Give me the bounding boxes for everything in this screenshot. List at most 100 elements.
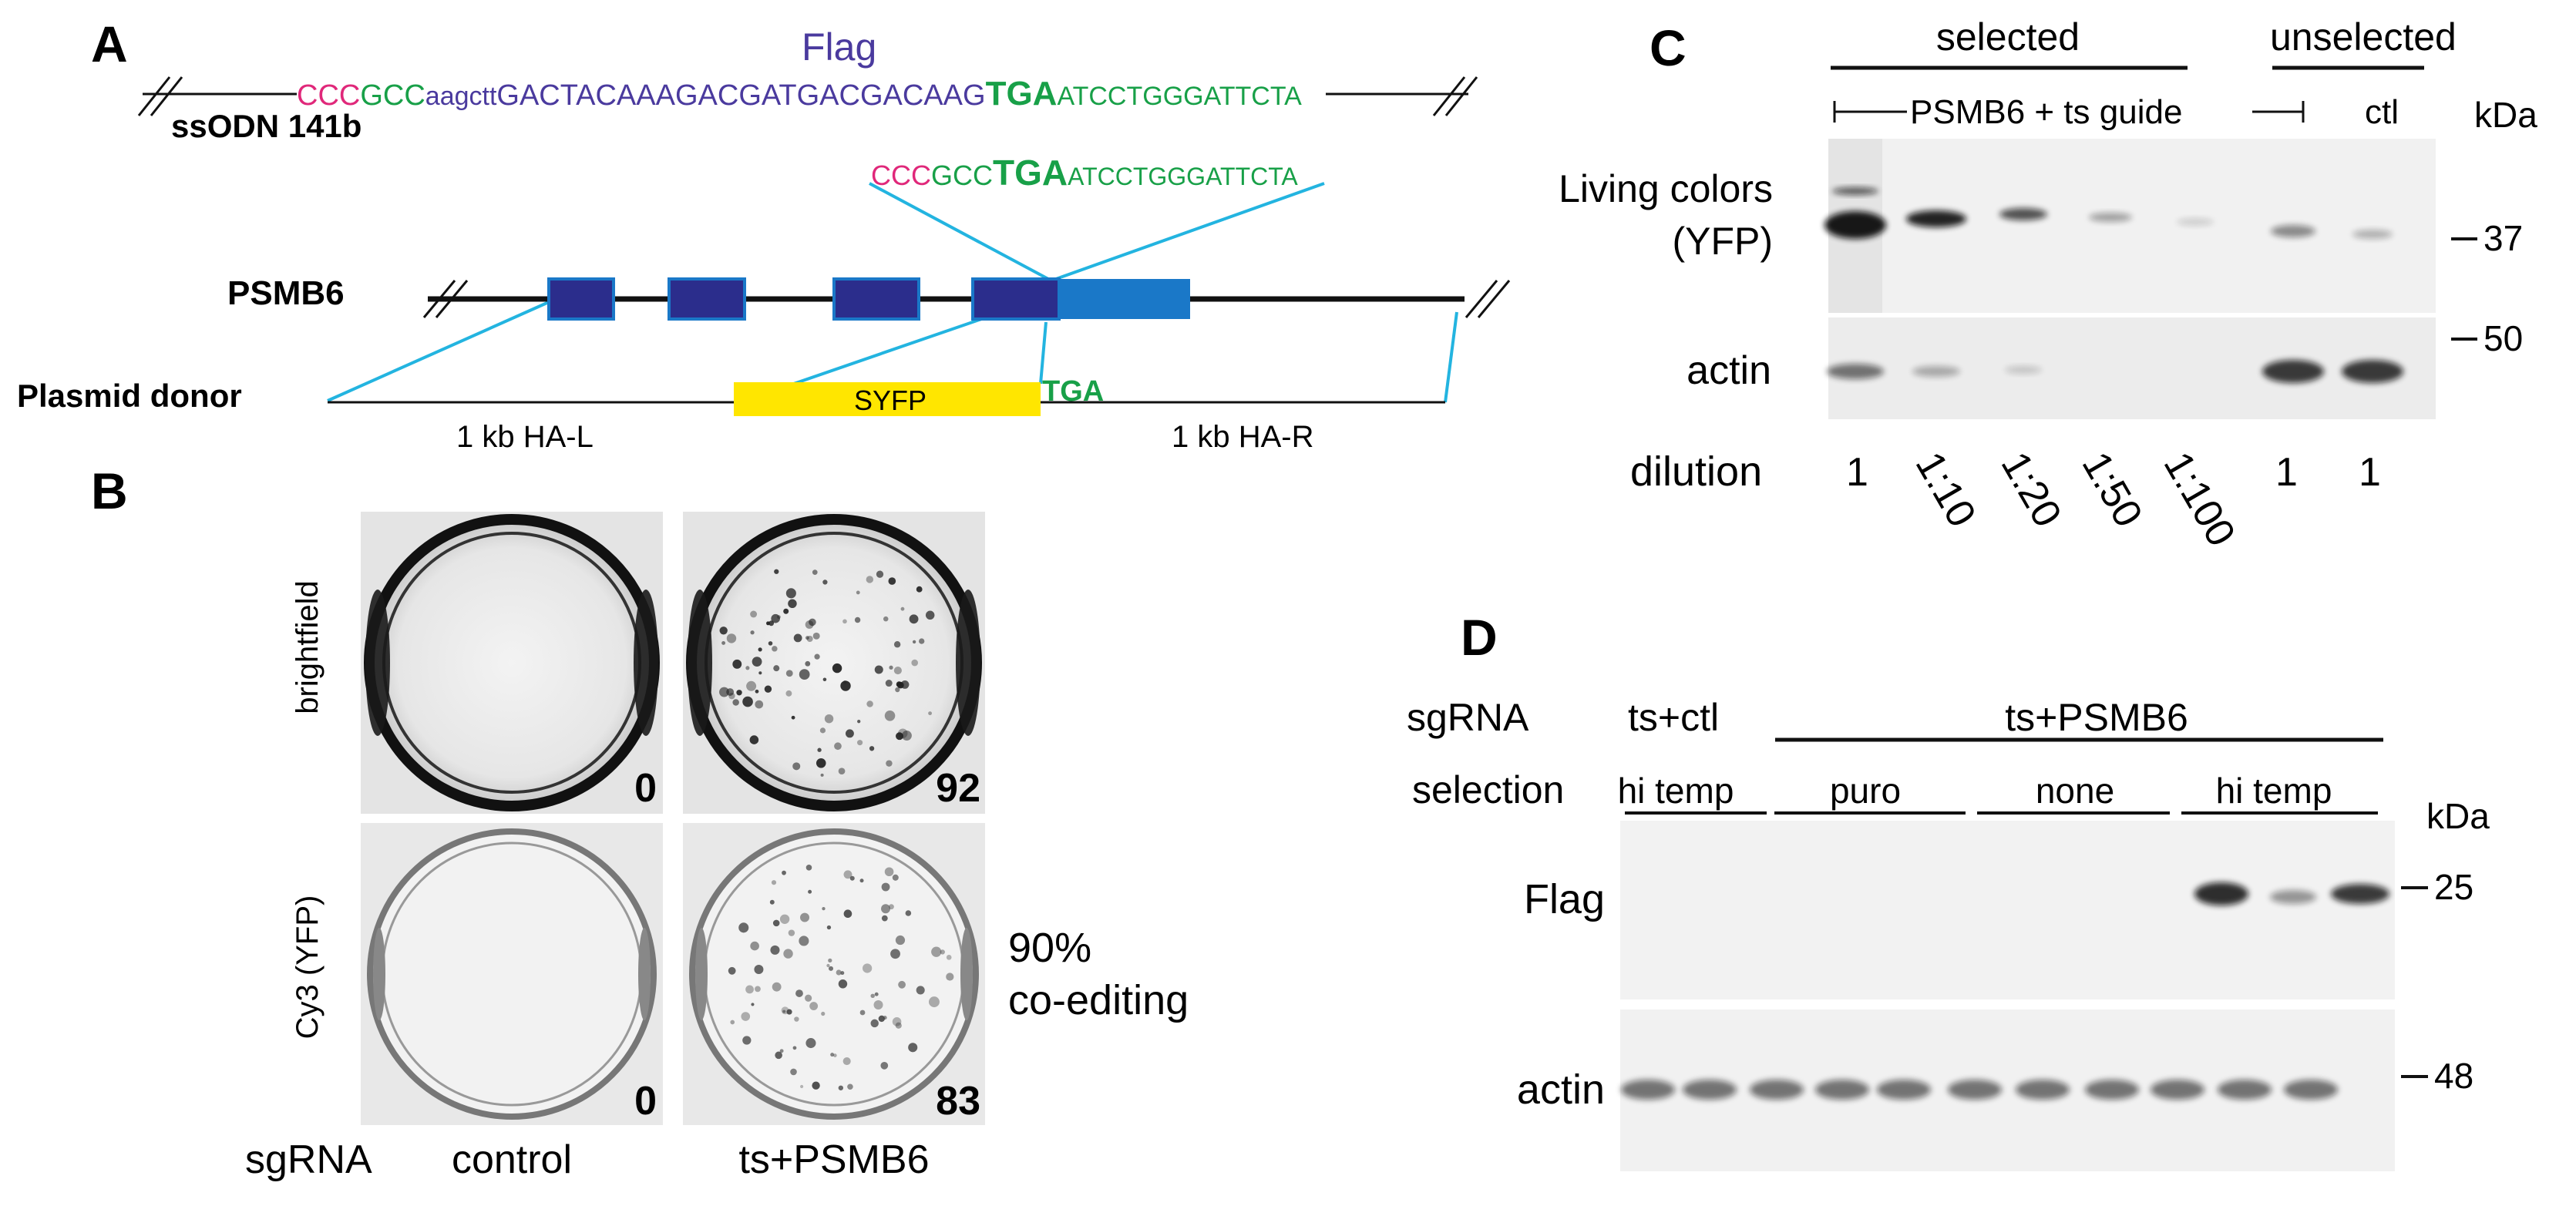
selected-label: selected: [1936, 15, 2080, 59]
selection-none: none: [2036, 771, 2114, 811]
colony: [779, 1049, 784, 1053]
colony: [769, 899, 775, 905]
colony: [928, 711, 932, 716]
colony: [755, 986, 761, 993]
colony: [866, 700, 873, 707]
colony: [800, 1084, 804, 1089]
colony: [736, 690, 742, 696]
colony: [782, 870, 786, 875]
dilution-3: 1:20: [1993, 445, 2070, 535]
dilution-2: 1:10: [1907, 445, 1985, 535]
colony: [738, 922, 749, 933]
colony: [745, 985, 754, 994]
count-cy3-control: 0: [634, 1079, 657, 1124]
blot-band: [2089, 213, 2132, 222]
colony: [752, 657, 762, 667]
dilution-4: 1:50: [2073, 445, 2151, 535]
colony: [794, 1016, 799, 1022]
ha-right-label: 1 kb HA-R: [1172, 420, 1314, 454]
colony: [834, 742, 842, 751]
flag-label: Flag: [802, 25, 876, 69]
colony: [886, 760, 893, 767]
colony: [881, 904, 891, 914]
exon-2: [668, 277, 746, 321]
colony: [857, 720, 861, 724]
colony: [857, 740, 863, 746]
colony: [842, 619, 847, 624]
blot-band: [1815, 1080, 1869, 1100]
colony: [838, 1085, 844, 1090]
blot-band: [1750, 1080, 1804, 1100]
selection-puro: puro: [1830, 771, 1901, 811]
seq-tga: TGA: [986, 75, 1058, 113]
ha-left-label: 1 kb HA-L: [456, 420, 594, 454]
colony: [890, 949, 900, 959]
colony: [805, 994, 812, 1002]
dilution-7: 1: [2359, 450, 2381, 495]
blot-band: [1683, 1080, 1737, 1100]
colony: [843, 909, 853, 919]
donor-track: [328, 382, 1445, 416]
colony: [776, 615, 781, 620]
colony: [805, 636, 809, 640]
colony: [828, 958, 832, 963]
colony: [758, 647, 762, 652]
seq-pam: CCC: [297, 79, 360, 112]
colony: [728, 692, 735, 700]
colony: [816, 758, 826, 768]
colony: [881, 915, 888, 922]
colony: [782, 1009, 786, 1013]
colony: [869, 746, 875, 751]
colony: [840, 680, 851, 691]
gene-label: PSMB6: [227, 274, 345, 312]
seq-flag: GACTACAAAGACGATGACGACAAG: [496, 79, 985, 112]
colony: [940, 949, 945, 955]
zoom-sequence: CCCGCCTGAATCCTGGGATTCTA: [871, 153, 1298, 193]
colony: [751, 1003, 755, 1006]
blot-actin-d: [1620, 1009, 2395, 1171]
panel-d: D sgRNA ts+ctl ts+PSMB6 selection hi tem…: [1407, 609, 2490, 1171]
exon-3: [832, 277, 920, 321]
colony: [742, 696, 753, 707]
colony: [838, 768, 846, 775]
colony: [817, 747, 822, 752]
donor-label: Plasmid donor: [17, 378, 242, 414]
colony: [830, 1053, 835, 1057]
colony: [870, 1019, 879, 1028]
colony: [912, 640, 916, 644]
colony: [730, 1020, 735, 1025]
colony: [728, 966, 736, 975]
colony: [859, 1009, 866, 1016]
colony: [854, 616, 861, 623]
c-bands-actin: [1827, 360, 2403, 383]
d-bands-actin: [1621, 1080, 2338, 1100]
zoom-gcc: GCC: [931, 160, 993, 191]
blot-band: [1948, 1080, 2002, 1100]
sgrna-label-d: sgRNA: [1407, 696, 1529, 739]
blot-band: [2342, 360, 2403, 383]
colony: [928, 996, 940, 1008]
row-label-actin-c: actin: [1687, 348, 1771, 393]
zoom-tga: TGA: [993, 153, 1068, 193]
row-label-yfp-1: Living colors: [1559, 167, 1773, 210]
exon-utr: [1059, 279, 1190, 319]
colony: [719, 687, 729, 697]
colony: [911, 659, 918, 667]
colony: [812, 569, 818, 575]
colony: [888, 577, 896, 585]
colony: [779, 914, 790, 924]
dilution-label: dilution: [1630, 448, 1762, 495]
panel-a: A Flag CCCGCCaagcttGACTACAAAGACGATGACGAC…: [17, 15, 1511, 454]
panel-b-letter: B: [91, 462, 128, 519]
colony: [895, 1022, 902, 1029]
colony: [859, 878, 864, 883]
donor-tga: TGA: [1042, 375, 1104, 408]
colony: [799, 669, 810, 680]
mw-48: 48: [2434, 1056, 2473, 1096]
blot-band: [1621, 1080, 1675, 1100]
row-label-yfp-2: (YFP): [1672, 220, 1773, 263]
blot-band: [1827, 364, 1884, 379]
colony: [775, 1051, 782, 1060]
blot-band: [2085, 1080, 2139, 1100]
count-cy3-psmb6: 83: [936, 1079, 980, 1124]
